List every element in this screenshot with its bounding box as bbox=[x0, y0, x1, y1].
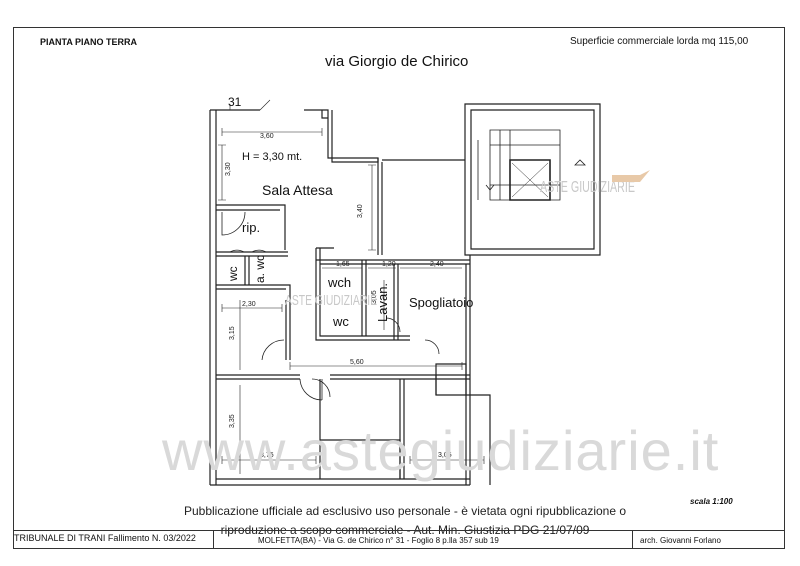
dim-2-30: 2,30 bbox=[242, 301, 256, 308]
dim-3-15: 3,15 bbox=[229, 326, 236, 340]
door-rip bbox=[221, 211, 246, 236]
room-sala-attesa: Sala Attesa bbox=[262, 182, 333, 198]
dim-3-05-vertical: 3,05 bbox=[371, 290, 378, 304]
wall-south bbox=[210, 478, 470, 486]
room-rip: rip. bbox=[242, 220, 260, 235]
drawing-frame bbox=[13, 27, 785, 549]
notice-text: Pubblicazione ufficiale ad esclusivo uso… bbox=[183, 504, 627, 537]
room-wc-1: wc bbox=[226, 266, 240, 282]
watermark-url: www.astegiudiziarie.it bbox=[162, 419, 720, 482]
wall-wch bbox=[315, 248, 410, 341]
gavel-icon bbox=[612, 170, 650, 182]
wall-rip bbox=[216, 204, 286, 250]
footer-address: MOLFETTA(BA) - Via G. de Chirico n° 31 -… bbox=[258, 536, 499, 545]
surface-area: Superficie commerciale lorda mq 115,00 bbox=[570, 36, 749, 47]
footer-court: TRIBUNALE DI TRANI Fallimento N. 03/2022 bbox=[14, 533, 196, 543]
dim-3-40: 3,40 bbox=[357, 204, 364, 218]
wall-corridor bbox=[285, 300, 291, 360]
street-name: via Giorgio de Chirico bbox=[325, 53, 469, 70]
stair-block bbox=[382, 103, 601, 256]
footer-cell-divider bbox=[632, 530, 633, 549]
wall-west bbox=[209, 110, 217, 485]
dim-2-40: 2,40 bbox=[430, 261, 444, 268]
civic-number: 31 bbox=[228, 95, 242, 109]
scale-label: scala 1:100 bbox=[690, 497, 733, 506]
room-wch: wch bbox=[327, 275, 351, 290]
room-spogliatoio: Spogliatoio bbox=[409, 295, 473, 310]
watermark-logo-1: ASTE GIUDIZIARIE bbox=[540, 179, 635, 196]
footer-cell-divider bbox=[213, 530, 214, 549]
wall-sala-east bbox=[377, 158, 383, 255]
dim-1-65: 1,65 bbox=[336, 261, 350, 268]
dim-3-75: 3,75 bbox=[260, 452, 274, 459]
dim-3-60: 3,60 bbox=[260, 133, 274, 140]
footer-divider bbox=[13, 530, 785, 531]
dim-3-05-horizontal: 3,05 bbox=[438, 452, 452, 459]
plan-title: PIANTA PIANO TERRA bbox=[40, 37, 138, 47]
room-a-wc: a. wc bbox=[253, 255, 267, 283]
footer-architect: arch. Giovanni Forlano bbox=[640, 536, 721, 545]
room-lavan: Lavan. bbox=[375, 283, 390, 322]
dim-3-35: 3,35 bbox=[229, 414, 236, 428]
dim-5-60: 5,60 bbox=[350, 359, 364, 366]
room-wc-2: wc bbox=[332, 314, 349, 329]
watermark-logo-2: ASTE GIUDIZIARIE bbox=[285, 292, 377, 309]
height-note: H = 3,30 mt. bbox=[242, 151, 302, 163]
dim-3-30: 3,30 bbox=[225, 162, 232, 176]
dim-1-20: 1,20 bbox=[382, 261, 396, 268]
